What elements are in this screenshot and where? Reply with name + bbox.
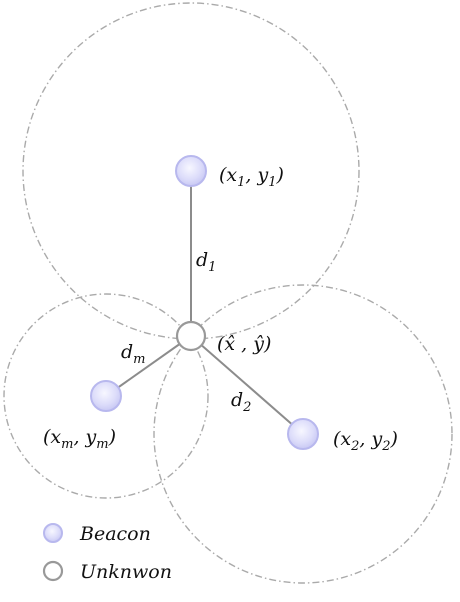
beacon-node-2: [287, 418, 319, 450]
legend-beacon-label: Beacon: [79, 523, 151, 545]
distance-line-d2: [190, 335, 304, 435]
range-circle-beacon-2: [153, 284, 453, 584]
beacon-2-label: (x2, y2): [333, 428, 398, 454]
legend: Beacon Unknwon: [42, 523, 172, 583]
distance-label-d1: d1: [196, 249, 216, 275]
legend-unknown-marker: [42, 560, 64, 582]
distance-line-dm: [105, 335, 192, 397]
unknown-node: [175, 320, 207, 352]
range-circle-beacon-m: [3, 293, 209, 499]
beacon-node-m: [90, 380, 122, 412]
distance-label-dm: dm: [121, 341, 146, 367]
beacon-node-1: [175, 155, 207, 187]
legend-unknown-label: Unknwon: [80, 561, 172, 583]
distance-label-d2: d2: [231, 389, 251, 415]
beacon-m-label: (xm, ym): [43, 426, 116, 452]
legend-beacon-marker: [43, 523, 63, 543]
beacon-1-label: (x1, y1): [219, 164, 284, 190]
unknown-node-label: (x̂ , ŷ): [217, 333, 271, 355]
